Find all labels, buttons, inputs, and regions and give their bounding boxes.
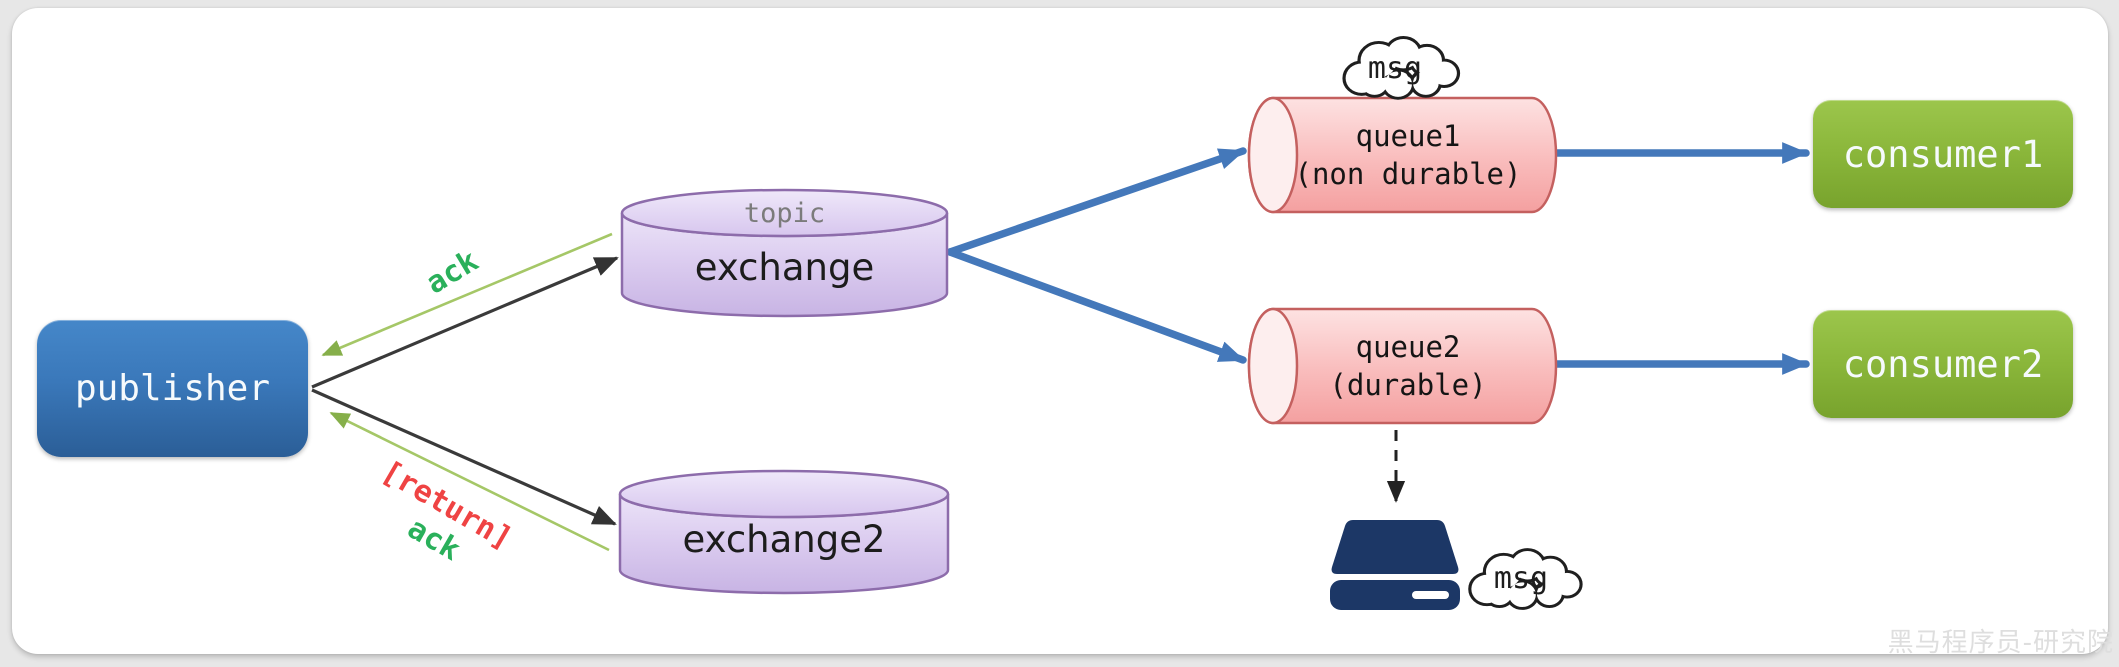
- publisher-label: publisher: [74, 368, 271, 409]
- arrow-publisher-to-exchange: [311, 256, 619, 389]
- arrow-publisher-to-exchange2: [311, 388, 617, 526]
- exchange2-cylinder: [618, 469, 950, 595]
- disk-icon: [1330, 520, 1460, 610]
- arrow-exchange-to-queue1: [946, 147, 1247, 256]
- consumer1-node: consumer1: [1813, 100, 2073, 208]
- arrow-ack-exchange2-to-publisher: [329, 411, 610, 552]
- arrow-ack-exchange-to-publisher: [321, 232, 613, 357]
- exchange-cylinder: [620, 188, 949, 318]
- arrow-exchange-to-queue2: [946, 248, 1247, 364]
- consumer1-label: consumer1: [1842, 132, 2044, 176]
- consumer2-label: consumer2: [1842, 342, 2044, 386]
- queue1-cylinder: [1247, 96, 1558, 214]
- publisher-node: publisher: [37, 320, 308, 457]
- message-cloud-icon: [1346, 39, 1457, 97]
- consumer2-node: consumer2: [1813, 310, 2073, 418]
- queue2-cylinder: [1247, 307, 1558, 425]
- diagram-panel: [12, 8, 2108, 654]
- disk-message-cloud-icon: [1471, 551, 1579, 607]
